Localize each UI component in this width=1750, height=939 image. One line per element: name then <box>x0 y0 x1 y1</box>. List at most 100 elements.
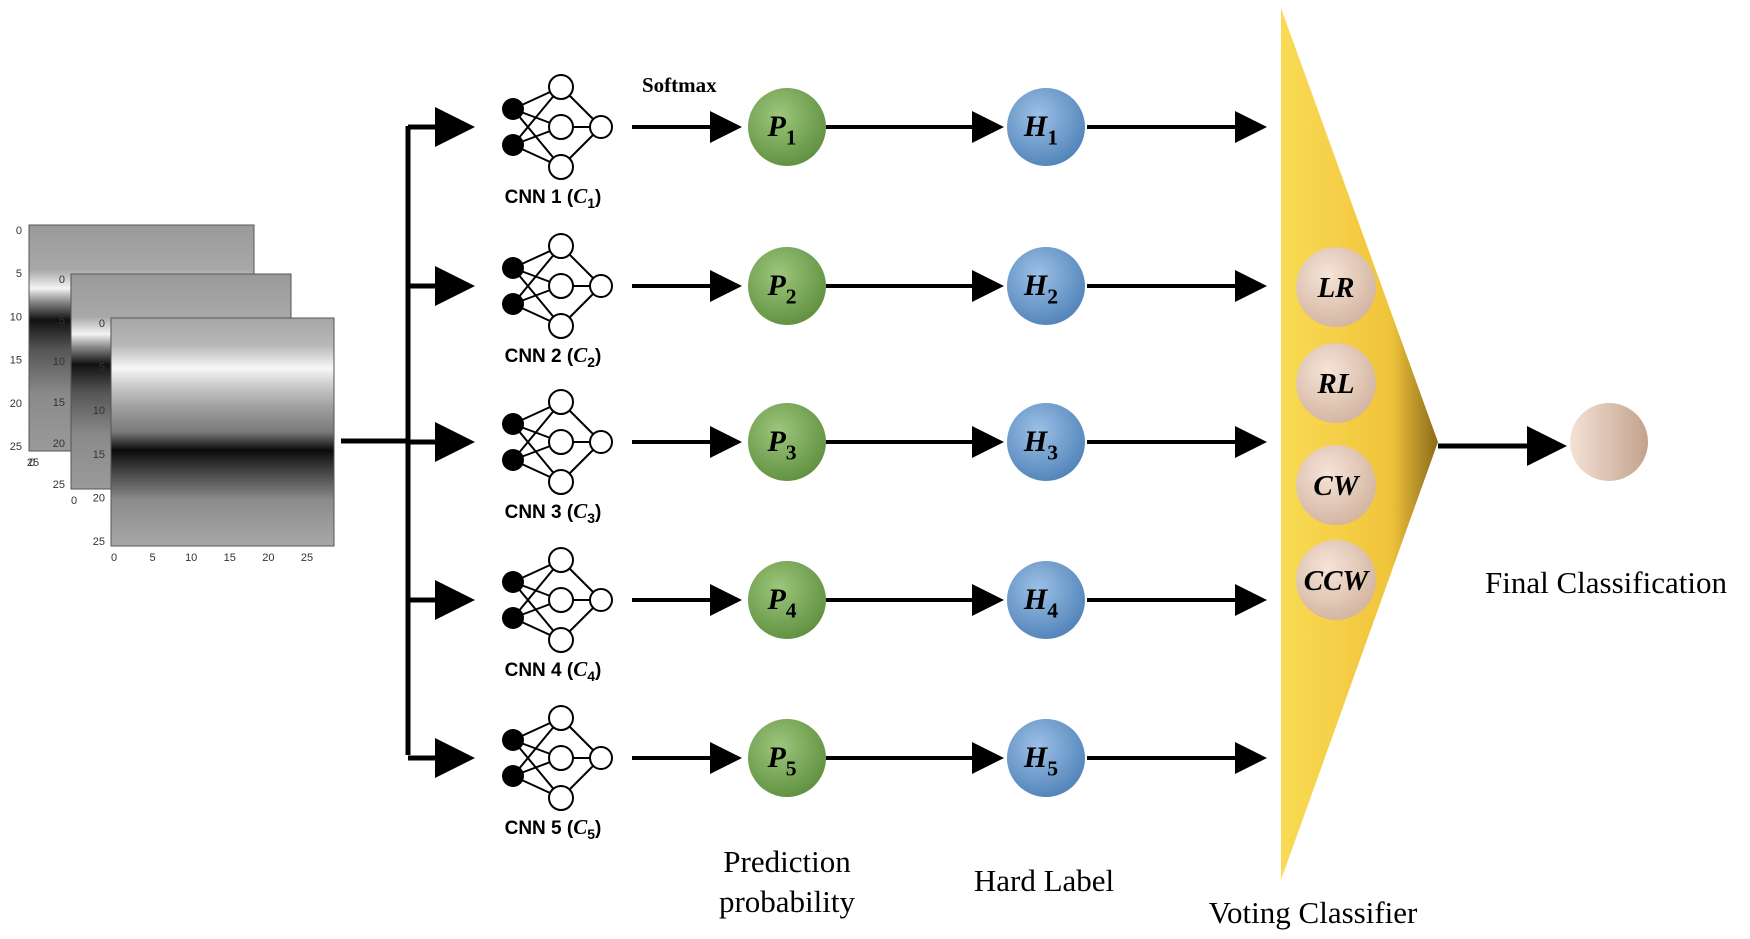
prob-node-label-symbol: P <box>766 269 786 302</box>
y-tick-label: 5 <box>16 268 22 280</box>
voting-item-circle <box>1296 247 1376 327</box>
cnn-label-prefix: CNN 4 ( <box>505 660 574 681</box>
hard-node-label: H4 <box>1023 583 1058 622</box>
prob-node-label-subscript: 1 <box>786 125 797 149</box>
prob-node-label-subscript: 3 <box>786 440 797 464</box>
voting-item-circle <box>1296 343 1376 423</box>
cnn-label: CNN 1 (C1) <box>505 184 602 211</box>
prob-node-label: P4 <box>766 583 796 622</box>
hard-node <box>1007 88 1085 166</box>
x-tick-label: 5 <box>150 552 156 564</box>
cnn-label-suffix: ) <box>595 660 601 681</box>
hard-label-label: Hard Label <box>974 863 1114 898</box>
cnn-network-icon <box>502 547 613 653</box>
prob-node-label-symbol: P <box>766 425 786 458</box>
prob-node-label-subscript: 5 <box>786 756 797 780</box>
cnn-network-icon <box>502 74 613 180</box>
hard-node <box>1007 247 1085 325</box>
voting-item-circle <box>1296 445 1376 525</box>
y-tick-label: 0 <box>16 225 22 237</box>
hard-node-label: H2 <box>1023 269 1058 308</box>
prob-node-label-subscript: 4 <box>786 598 797 622</box>
prob-node-label: P3 <box>766 425 796 464</box>
x-tick-label: 0 <box>111 552 117 564</box>
branch-connectors <box>341 126 411 755</box>
hard-node-label-symbol: H <box>1023 583 1049 616</box>
cnn-label-suffix: ) <box>595 502 601 523</box>
prob-node <box>748 247 826 325</box>
prob-node-label-symbol: P <box>766 110 786 143</box>
cnn-network-icon <box>502 233 613 339</box>
y-tick-label: 5 <box>59 315 65 327</box>
softmax-label: Softmax <box>642 73 717 97</box>
y-tick-label: 15 <box>10 355 22 367</box>
hard-node <box>1007 403 1085 481</box>
prob-node <box>748 561 826 639</box>
y-tick-label: 15 <box>93 449 105 461</box>
x-tick-label: 20 <box>262 552 274 564</box>
cnn-label-symbol: C <box>573 657 588 681</box>
cnn-label-suffix: ) <box>595 818 601 839</box>
prob-node <box>748 88 826 166</box>
cnn-label-prefix: CNN 2 ( <box>505 346 574 367</box>
x-tick-label: 10 <box>185 552 197 564</box>
prob-node-label: P5 <box>766 741 796 780</box>
cnn-label-subscript: 5 <box>587 826 595 842</box>
cnn-label-prefix: CNN 1 ( <box>505 187 574 208</box>
cnn-label-subscript: 4 <box>587 668 595 684</box>
x-tick-label: 15 <box>224 552 236 564</box>
prob-node <box>748 403 826 481</box>
hard-node-label: H1 <box>1023 110 1058 149</box>
cnn-label-symbol: C <box>573 184 588 208</box>
final-classification-node <box>1570 403 1648 481</box>
prob-node-label-symbol: P <box>766 583 786 616</box>
voting-item-label: CCW <box>1304 565 1371 597</box>
cnn-label-subscript: 1 <box>587 195 595 211</box>
voting-item-circle <box>1296 540 1376 620</box>
hard-node-label-subscript: 4 <box>1047 598 1058 622</box>
prob-node-label-symbol: P <box>766 741 786 774</box>
cnn-label: CNN 3 (C3) <box>505 499 602 526</box>
cnn-label-prefix: CNN 3 ( <box>505 502 574 523</box>
cnn-label-symbol: C <box>573 499 588 523</box>
y-tick-label: 5 <box>99 362 105 374</box>
hard-node <box>1007 561 1085 639</box>
y-tick-label: 0 <box>59 274 65 286</box>
hard-node-label-symbol: H <box>1023 269 1049 302</box>
voting-item-label: LR <box>1316 272 1354 304</box>
prob-node-label: P2 <box>766 269 796 308</box>
cnn-label: CNN 4 (C4) <box>505 657 602 684</box>
hard-node-label-symbol: H <box>1023 425 1049 458</box>
y-tick-label: 10 <box>53 356 65 368</box>
hard-node-label-subscript: 1 <box>1047 125 1058 149</box>
hard-node-label-symbol: H <box>1023 110 1049 143</box>
prob-node-label: P1 <box>766 110 796 149</box>
y-tick-label: 10 <box>10 311 22 323</box>
hard-node-label: H5 <box>1023 741 1058 780</box>
cnn-label-subscript: 3 <box>587 510 595 526</box>
y-tick-label: 15 <box>53 397 65 409</box>
prediction-label-line1: Prediction <box>723 844 851 879</box>
cnn-label: CNN 5 (C5) <box>505 815 602 842</box>
final-classification-label: Final Classification <box>1485 565 1727 600</box>
hard-node-label-subscript: 3 <box>1047 440 1058 464</box>
hard-node <box>1007 719 1085 797</box>
hard-node-label-subscript: 5 <box>1047 756 1058 780</box>
cnn-label-prefix: CNN 5 ( <box>505 818 574 839</box>
y-tick-label: 25 <box>93 536 105 548</box>
voting-item-label: RL <box>1316 368 1354 400</box>
prob-node <box>748 719 826 797</box>
x-tick-label: 0 <box>29 457 35 469</box>
x-tick-label: 25 <box>301 552 313 564</box>
prediction-label-line2: probability <box>719 884 856 919</box>
y-tick-label: 20 <box>93 492 105 504</box>
prob-node-label-subscript: 2 <box>786 284 797 308</box>
cnn-label-suffix: ) <box>595 187 601 208</box>
voting-classifier-label: Voting Classifier <box>1209 895 1418 930</box>
